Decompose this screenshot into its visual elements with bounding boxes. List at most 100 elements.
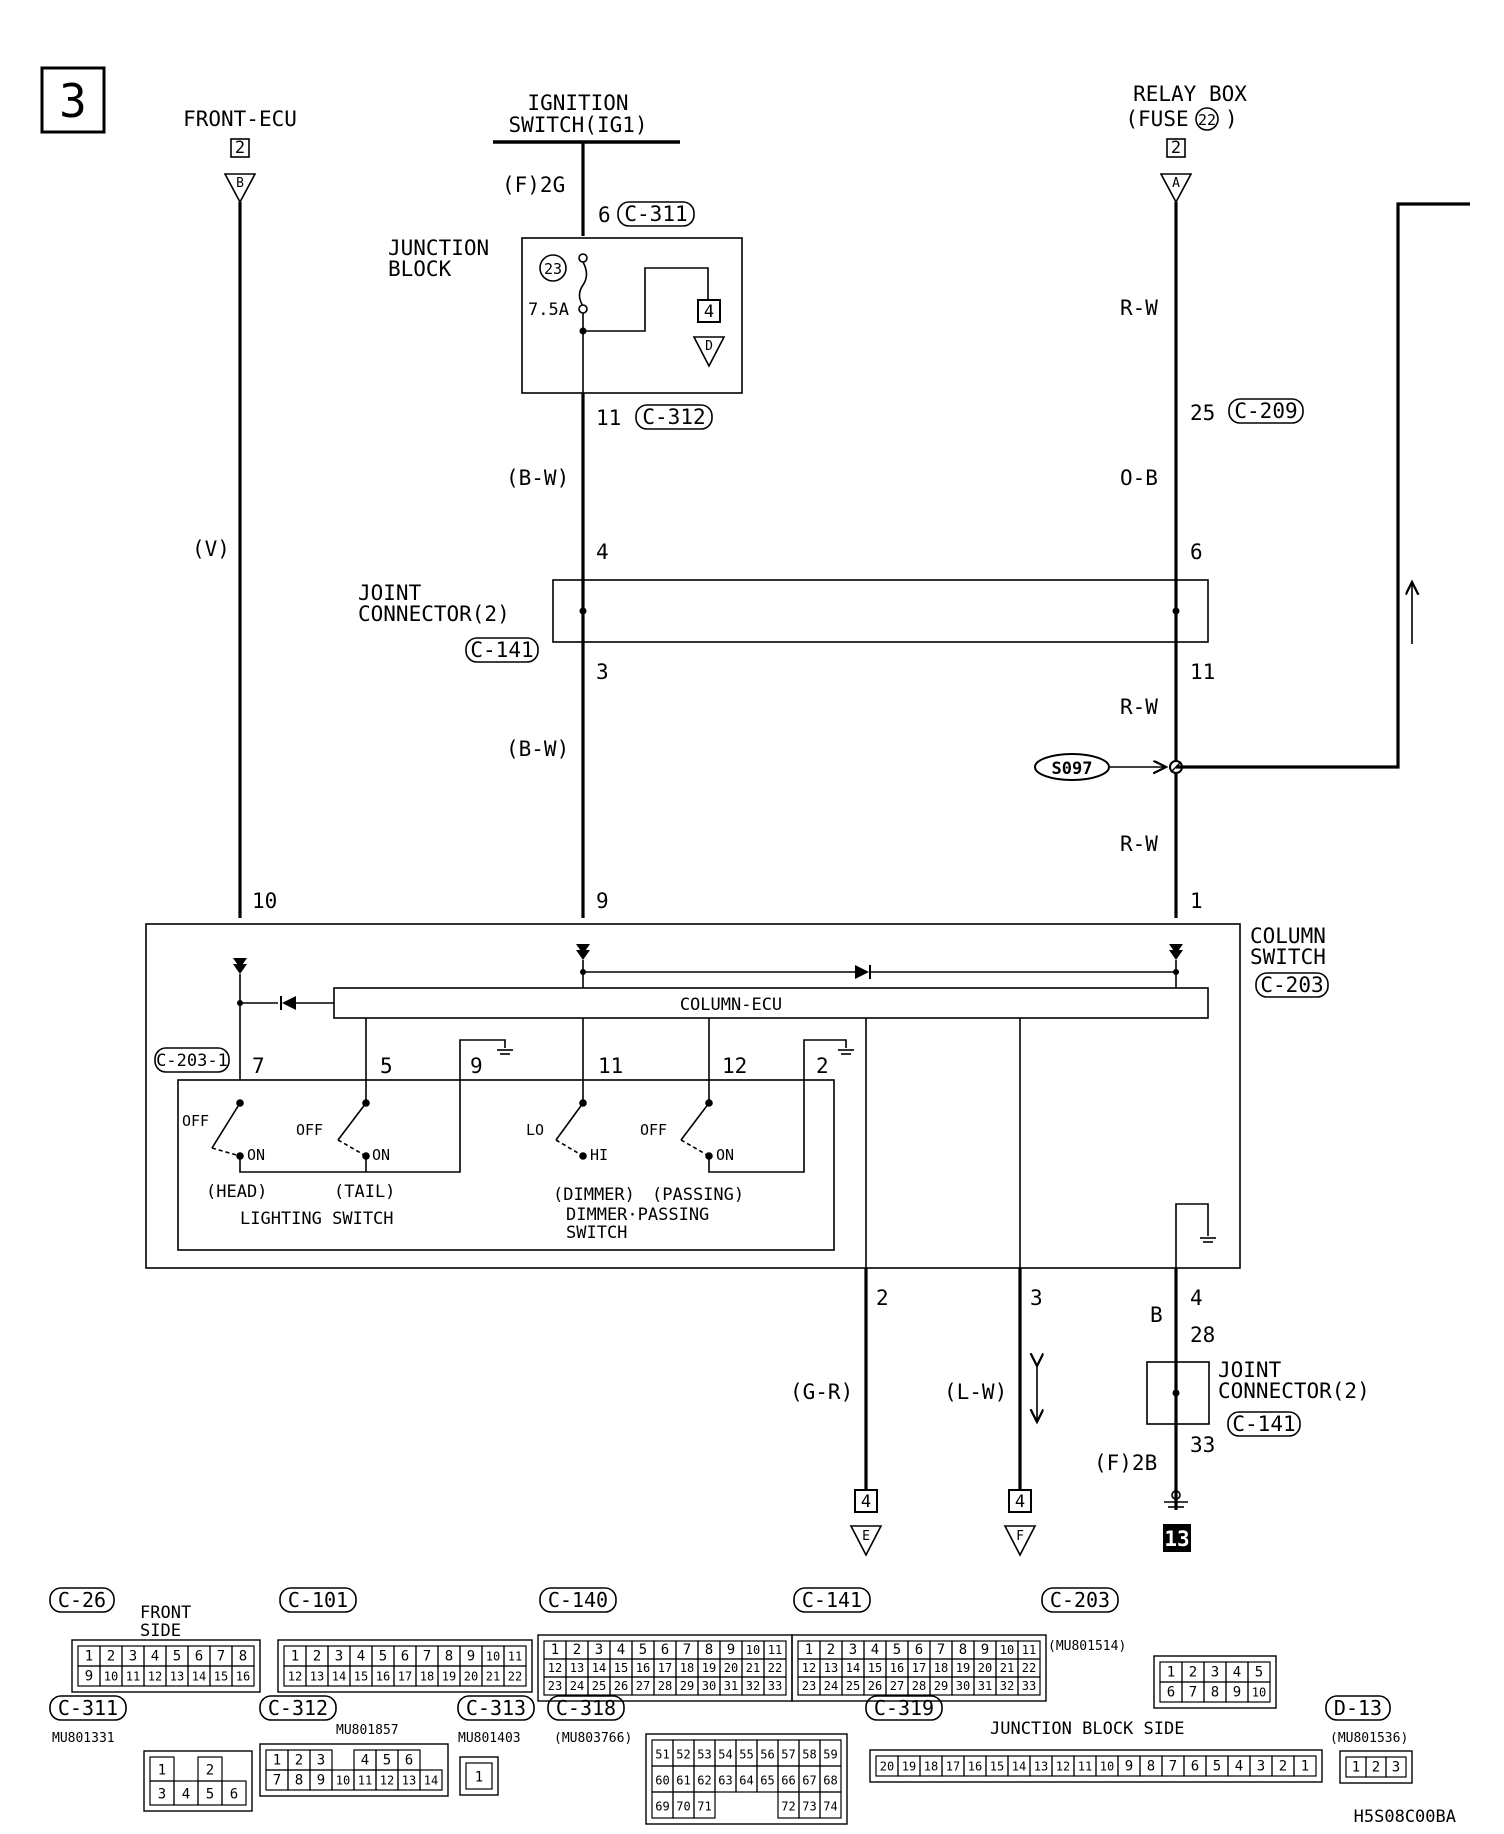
- dimmer-lo: LO: [526, 1121, 544, 1139]
- connector-code: C-318: [556, 1696, 616, 1720]
- connector-cavity: [1293, 1755, 1317, 1777]
- c203-tag: [1255, 972, 1329, 998]
- connector-pin-number: 21: [486, 1669, 500, 1683]
- connector-pin-number: 25: [846, 1679, 860, 1693]
- pin-jc-out-right: 11: [1190, 660, 1215, 684]
- wire-right-mid-color: O-B: [1120, 466, 1158, 490]
- connector-pin-number: 66: [781, 1774, 795, 1788]
- connector-pin-number: 26: [614, 1679, 628, 1693]
- connector-pin-number: 24: [570, 1679, 584, 1693]
- connector-pin-number: 7: [937, 1642, 945, 1658]
- connector-pin-number: 72: [781, 1800, 795, 1814]
- column-switch-box: [145, 923, 1241, 1269]
- connector-pin-number: 7: [1169, 1758, 1177, 1774]
- connector-pin-number: 8: [1147, 1758, 1155, 1774]
- connector-housing: [277, 1639, 533, 1693]
- pin-jc2-out: 33: [1190, 1433, 1215, 1457]
- connector-pin-number: 9: [85, 1668, 93, 1684]
- connector-pin-number: 16: [968, 1759, 982, 1773]
- connector-pin-number: 13: [170, 1669, 184, 1683]
- connector-cavity: [819, 1791, 842, 1819]
- connector-pin-number: 8: [1211, 1684, 1219, 1700]
- connector-pin-number: 11: [358, 1773, 372, 1787]
- splice-label: S097: [1052, 759, 1093, 779]
- diagram-number: 3: [59, 74, 87, 128]
- ignition-label-2: SWITCH(IG1): [508, 113, 647, 137]
- pin-cs-left: 10: [252, 889, 277, 913]
- c209-tag: [1228, 398, 1304, 424]
- connector-tag: [547, 1695, 625, 1721]
- connector-pin-number: 16: [636, 1661, 650, 1675]
- connector-pin-number: 3: [317, 1752, 325, 1768]
- cs-diode-mid: [855, 965, 869, 979]
- connector-pin-number: 52: [676, 1748, 690, 1762]
- connector-pin-number: 3: [595, 1642, 603, 1658]
- connector-code: C-313: [466, 1696, 526, 1720]
- connector-pin-number: 10: [746, 1643, 760, 1657]
- pin-c209: 25: [1190, 401, 1215, 425]
- connector-pin-number: 16: [890, 1661, 904, 1675]
- out-f-letter: F: [1016, 1529, 1024, 1544]
- connector-pin-number: 67: [802, 1774, 816, 1788]
- pin-out-4: 4: [1190, 1286, 1203, 1310]
- connector-pin-number: 11: [126, 1669, 140, 1683]
- ground-ref-number: 13: [1164, 1527, 1189, 1551]
- connector-cavity: [231, 1665, 255, 1687]
- connector-pin-number: 5: [893, 1642, 901, 1658]
- jb-out-pin: 11: [596, 406, 621, 430]
- connector-cavity: [1385, 1756, 1407, 1778]
- connector-code: D-13: [1334, 1696, 1382, 1720]
- relay-fuse-number: 22: [1198, 111, 1216, 129]
- wire-out-l-color: (L-W): [944, 1380, 1007, 1404]
- fuse-23-circle: [539, 254, 567, 282]
- connector-pin-number: 64: [739, 1774, 753, 1788]
- wire-branch-next-page: [1176, 202, 1470, 769]
- connector-pin-number: 54: [718, 1748, 732, 1762]
- connector-pin-number: 2: [107, 1648, 115, 1664]
- ignition-wire-color: (F)2G: [502, 173, 565, 197]
- switch-sub-box: [177, 1079, 835, 1251]
- joint-connector-box: [552, 579, 1209, 643]
- connector-pin-number: 29: [680, 1679, 694, 1693]
- connector-pin-number: 13: [824, 1661, 838, 1675]
- wire-right-top-color: R-W: [1120, 296, 1158, 320]
- connector-tag: [49, 1587, 115, 1613]
- connector-pin-number: 21: [746, 1661, 760, 1675]
- connector-pin-number: 23: [548, 1679, 562, 1693]
- connector-pin-number: 3: [335, 1648, 343, 1664]
- cs-pin-9: 9: [470, 1054, 483, 1078]
- connector-pin-number: 1: [85, 1648, 93, 1664]
- connector-pin-number: 15: [868, 1661, 882, 1675]
- junction-block: [521, 237, 743, 394]
- connector-tag: [865, 1695, 943, 1721]
- jb-out-box: [697, 299, 721, 323]
- column-ecu-box: [333, 987, 1209, 1019]
- fuse-rating: 7.5A: [528, 300, 569, 320]
- connector-pin-number: 2: [313, 1648, 321, 1664]
- relay-fuse-suffix: ): [1225, 107, 1238, 131]
- connector-pin-number: 15: [990, 1759, 1004, 1773]
- connector-pin-number: 33: [768, 1679, 782, 1693]
- connector-cavity: [693, 1791, 716, 1819]
- column-switch-label-1: COLUMN: [1250, 924, 1326, 948]
- jc2-node: [1172, 1389, 1180, 1397]
- c203-code: C-203: [1260, 973, 1323, 997]
- connector-pin-number: 6: [195, 1648, 203, 1664]
- connector-part-number: (MU801536): [1330, 1731, 1408, 1746]
- connector-housing: [1153, 1655, 1277, 1709]
- connector-code: C-101: [288, 1588, 348, 1612]
- out-f-triangle: [1003, 1525, 1037, 1557]
- connector-pin-number: 12: [548, 1661, 562, 1675]
- cs-pin-7: 7: [252, 1054, 265, 1078]
- connector-pin-number: 5: [639, 1642, 647, 1658]
- connector-pin-number: 5: [1255, 1664, 1263, 1680]
- pin-jc-in-center: 4: [596, 540, 609, 564]
- connector-pin-number: 2: [1279, 1758, 1287, 1774]
- connector-pin-number: 18: [680, 1661, 694, 1675]
- out-e-triangle: [849, 1525, 883, 1557]
- jb-branch: [583, 267, 709, 332]
- connector-pin-number: 7: [423, 1648, 431, 1664]
- connector-pin-number: 3: [158, 1786, 166, 1802]
